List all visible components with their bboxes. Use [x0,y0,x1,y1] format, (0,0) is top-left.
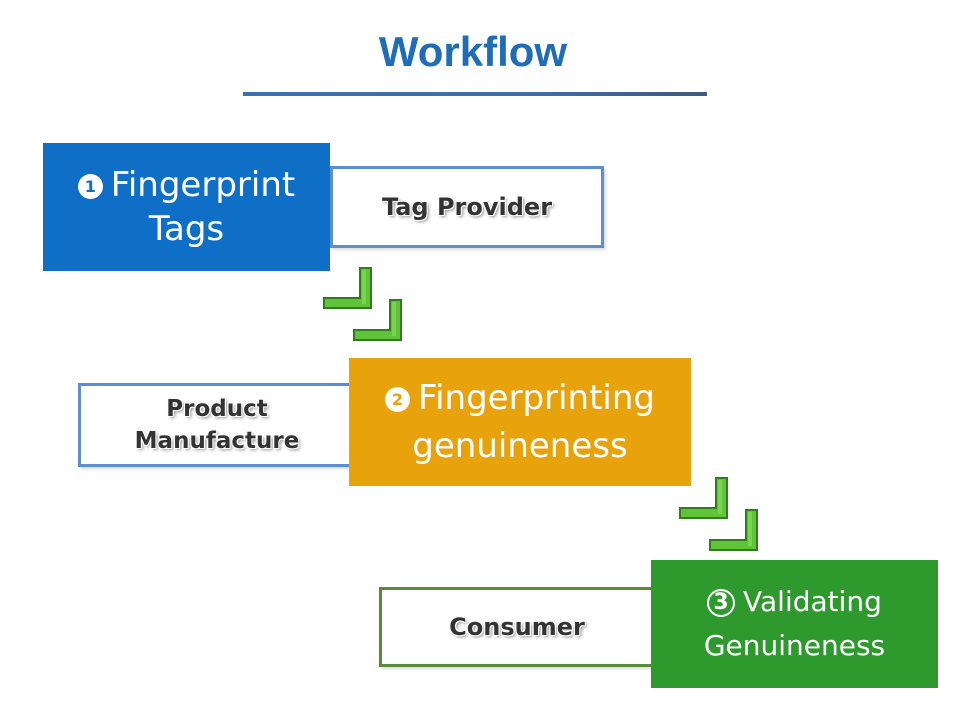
role-product-manufacture-label-line2: Manufacture [134,428,300,454]
double-chevron-arrow-icon [323,267,402,341]
step-3-title-line2: Genuineness [703,629,886,662]
step-1-number-badge: 1 [77,174,103,199]
step-3-number-badge: 3 [707,589,736,617]
role-consumer-label: Consumer [449,613,585,641]
step-1-title-line1: Fingerprint [110,165,296,205]
title-underline [243,92,707,96]
step-2-number-badge: 2 [384,387,410,412]
role-tag-provider: Tag Provider [330,166,604,248]
step-1-title-line2: Tags [148,209,225,249]
step-2-box: 2 Fingerprinting genuineness [349,358,691,486]
role-tag-provider-label: Tag Provider [381,193,553,221]
diagram-title: Workflow [378,28,568,75]
role-product-manufacture: Product Manufacture [78,383,356,467]
role-product-manufacture-label-line1: Product [166,396,268,422]
step-2-title-line2: genuineness [412,426,628,466]
step-3-title-line1: Validating [743,585,882,618]
role-consumer: Consumer [379,587,655,667]
double-chevron-arrow-icon [679,477,758,551]
step-2-title-line1: Fingerprinting [417,378,656,418]
step-1-box: 1 Fingerprint Tags [43,143,330,271]
